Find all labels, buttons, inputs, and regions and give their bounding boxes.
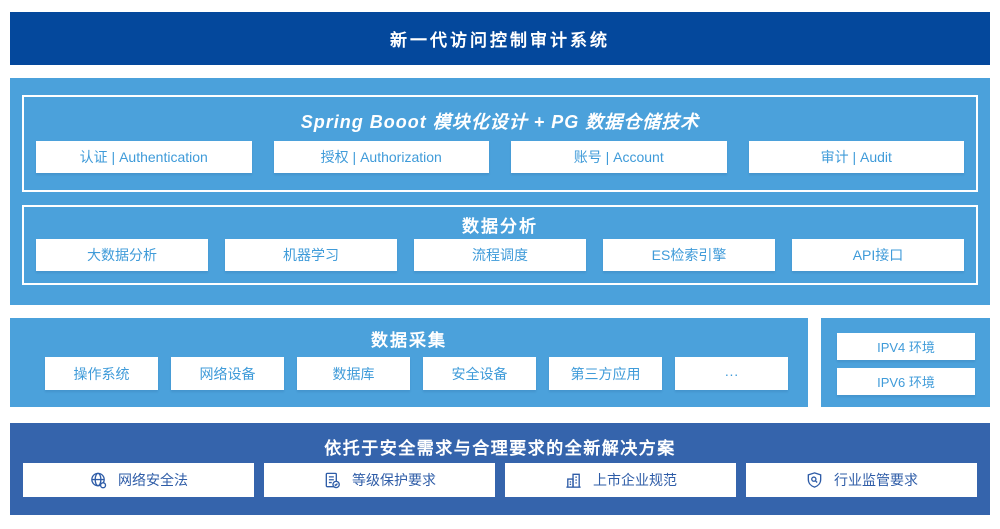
collect-box-third-party: 第三方应用 [549,357,662,390]
solution-row: 网络安全法 等级保护要求 [23,463,977,497]
solution-box-label: 网络安全法 [118,472,188,488]
solution-section: 依托于安全需求与合理要求的全新解决方案 网络安全法 [10,423,990,515]
solution-box-label: 等级保护要求 [352,472,436,488]
solution-box-label: 上市企业规范 [593,472,677,488]
module-box-authorization: 授权 | Authorization [273,141,489,173]
collect-box-security-device: 安全设备 [423,357,536,390]
solution-box-industry-regulation: 行业监管要求 [746,463,977,497]
springboot-group-title: Spring Booot 模块化设计 + PG 数据仓储技术 [300,112,700,132]
env-box-ipv4: IPV4 环境 [837,333,975,360]
collect-box-more: ··· [675,357,788,390]
data-collection-row: 操作系统 网络设备 数据库 安全设备 第三方应用 ··· [45,357,788,390]
building-icon [564,471,583,490]
collect-box-database: 数据库 [297,357,410,390]
globe-icon [89,471,108,490]
data-analysis-title: 数据分析 [462,217,538,236]
data-analysis-group: 数据分析 大数据分析 机器学习 流程调度 ES检索引擎 API接口 [22,205,978,285]
analysis-box-es-search: ES检索引擎 [603,239,775,271]
platform-section: Spring Booot 模块化设计 + PG 数据仓储技术 认证 | Auth… [10,78,990,305]
springboot-module-group: Spring Booot 模块化设计 + PG 数据仓储技术 认证 | Auth… [22,95,978,192]
module-box-audit: 审计 | Audit [748,141,964,173]
springboot-module-row: 认证 | Authentication 授权 | Authorization 账… [36,141,964,173]
analysis-box-api: API接口 [792,239,964,271]
solution-title: 依托于安全需求与合理要求的全新解决方案 [324,439,676,458]
analysis-box-machine-learning: 机器学习 [225,239,397,271]
network-env-panel: IPV4 环境 IPV6 环境 [821,318,990,407]
module-box-authentication: 认证 | Authentication [36,141,252,173]
module-box-account: 账号 | Account [511,141,727,173]
collect-box-os: 操作系统 [45,357,158,390]
analysis-box-bigdata: 大数据分析 [36,239,208,271]
data-collection-section: 数据采集 操作系统 网络设备 数据库 安全设备 第三方应用 ··· [10,318,808,407]
shield-magnifier-icon [805,471,824,490]
solution-box-classified-protection: 等级保护要求 [264,463,495,497]
checklist-icon [323,471,342,490]
page-title: 新一代访问控制审计系统 [10,12,990,65]
solution-box-cybersecurity-law: 网络安全法 [23,463,254,497]
env-box-ipv6: IPV6 环境 [837,368,975,395]
solution-box-listed-company: 上市企业规范 [505,463,736,497]
collect-box-network-device: 网络设备 [171,357,284,390]
analysis-box-workflow: 流程调度 [414,239,586,271]
data-collection-title: 数据采集 [371,331,447,350]
data-analysis-row: 大数据分析 机器学习 流程调度 ES检索引擎 API接口 [36,239,964,271]
solution-box-label: 行业监管要求 [834,472,918,488]
